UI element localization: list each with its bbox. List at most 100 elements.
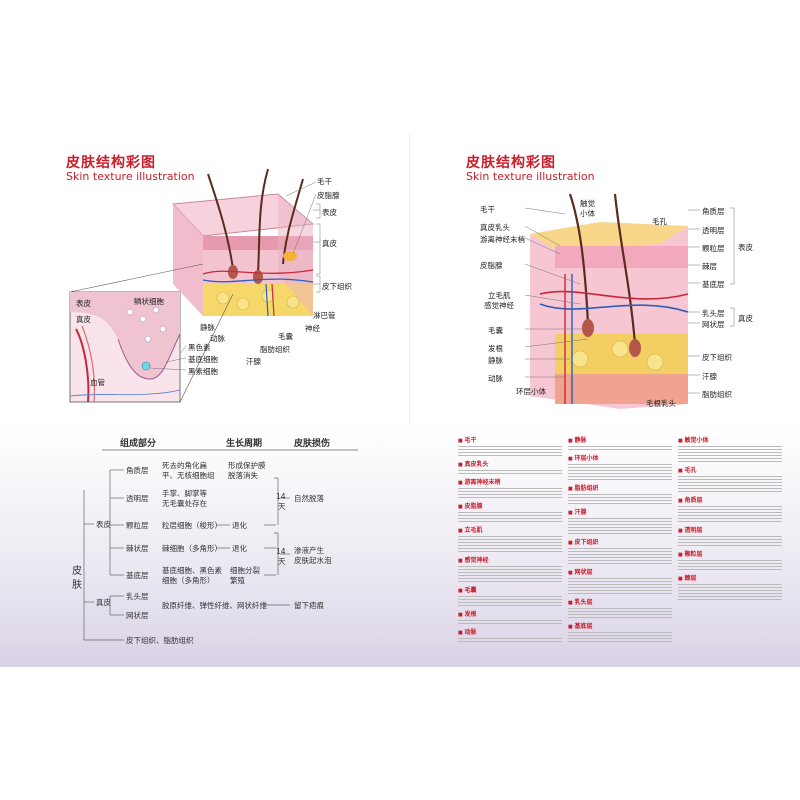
root-skin: 皮肤 bbox=[72, 566, 82, 591]
skin-block-illustration bbox=[69, 168, 321, 403]
row-cycle1-4: 细胞分裂 bbox=[230, 566, 260, 575]
col3-head-1: 毛孔 bbox=[678, 467, 782, 475]
label-follicle: 毛囊 bbox=[278, 332, 293, 341]
row-desc2-0: 平、无核细胞组 bbox=[162, 471, 215, 480]
label-hair-shaft: 毛干 bbox=[317, 177, 332, 186]
right-label-5: 感觉神经 bbox=[484, 301, 514, 310]
desc-col-3: 触觉小体 毛孔 角质层 透明层 颗粒层 棘层 bbox=[678, 437, 782, 605]
col1-head-1: 真皮乳头 bbox=[458, 461, 562, 469]
right-label-r4: 基底层 bbox=[702, 280, 725, 289]
right-label-epidermis: 表皮 bbox=[738, 243, 753, 252]
header-composition: 组成部分 bbox=[120, 439, 157, 449]
right-label-r1: 透明层 bbox=[702, 226, 725, 235]
dermis-row-1: 网状层 bbox=[126, 611, 149, 620]
label-lymph: 淋巴管 bbox=[313, 311, 336, 320]
col2-head-5: 网状层 bbox=[568, 569, 672, 577]
left-title-en: Skin texture illustration bbox=[66, 170, 195, 183]
label-subcutis: 皮下组织 bbox=[322, 282, 352, 291]
right-label-r7: 皮下组织 bbox=[702, 353, 732, 362]
label-pacinian: 环层小体 bbox=[516, 387, 546, 396]
col1-head-6: 毛囊 bbox=[458, 587, 562, 595]
col2-head-1: 环层小体 bbox=[568, 455, 672, 463]
header-damage: 皮肤损伤 bbox=[294, 439, 331, 449]
damage-2a: 渗液产生 bbox=[294, 546, 324, 555]
right-label-r5: 乳头层 bbox=[702, 309, 725, 318]
col2-head-4: 皮下组织 bbox=[568, 539, 672, 547]
right-label-r0: 角质层 bbox=[702, 207, 725, 216]
right-title-en: Skin texture illustration bbox=[466, 170, 595, 183]
col2-head-3: 汗腺 bbox=[568, 509, 672, 517]
inset-label-vessel: 血管 bbox=[90, 378, 105, 387]
label-melanocyte: 黑素细胞 bbox=[188, 367, 218, 376]
structure-table: 组成部分 生长周期 皮肤损伤 皮肤 表皮 真皮 皮下组织、脂肪组织 角质层 死去… bbox=[28, 430, 402, 667]
description-columns: 毛干 真皮乳头 游离神经末梢 皮脂腺 立毛肌 感觉神经 毛囊 发根 动脉 静脉 … bbox=[458, 437, 800, 667]
row-desc1-1: 手掌、脚掌等 bbox=[162, 489, 207, 498]
right-label-6: 毛囊 bbox=[488, 326, 503, 335]
row-desc1-2: 粒层细胞（梭形） bbox=[162, 521, 222, 530]
label-pore: 毛孔 bbox=[652, 217, 667, 226]
days1-num: 14 bbox=[276, 492, 286, 501]
col1-head-7: 发根 bbox=[458, 611, 562, 619]
days1-unit: 天 bbox=[278, 502, 286, 511]
right-page: 皮肤结构彩图 Skin texture illustration bbox=[430, 134, 780, 667]
col1-head-2: 游离神经末梢 bbox=[458, 479, 562, 487]
row-layer-4: 基底层 bbox=[126, 571, 149, 580]
dermis-desc: 胶原纤维、弹性纤维、网状纤维 bbox=[162, 601, 267, 610]
row-desc1-3: 棘细胞（多角形） bbox=[162, 544, 222, 553]
right-label-r8: 汗腺 bbox=[702, 372, 717, 381]
col2-head-2: 脂肪组织 bbox=[568, 485, 672, 493]
row-desc2-4: 细胞（多角形） bbox=[162, 576, 215, 585]
desc-col-1: 毛干 真皮乳头 游离神经末梢 皮脂腺 立毛肌 感觉神经 毛囊 发根 动脉 bbox=[458, 437, 562, 647]
col2-head-7: 基底层 bbox=[568, 623, 672, 631]
right-label-4: 立毛肌 bbox=[488, 291, 511, 300]
label-nerve: 神经 bbox=[305, 324, 320, 333]
row-desc2-1: 无毛囊处存在 bbox=[162, 499, 207, 508]
inset-label-spinous: 鳞状细胞 bbox=[134, 297, 164, 306]
tree-lines bbox=[83, 449, 358, 641]
right-label-2: 游离神经末梢 bbox=[480, 235, 525, 244]
label-touch-2: 小体 bbox=[580, 209, 595, 218]
right-label-9: 动脉 bbox=[488, 374, 503, 383]
right-label-r3: 棘层 bbox=[702, 262, 717, 271]
header-cycle: 生长周期 bbox=[226, 439, 263, 449]
col3-head-4: 颗粒层 bbox=[678, 551, 782, 559]
right-label-dermis: 真皮 bbox=[738, 314, 753, 323]
page-fold bbox=[409, 134, 410, 667]
col2-head-6: 乳头层 bbox=[568, 599, 672, 607]
row-desc1-4: 基底细胞、黑色素 bbox=[162, 566, 222, 575]
label-sweat: 汗腺 bbox=[246, 357, 261, 366]
row-cycle2-4: 繁殖 bbox=[230, 576, 245, 585]
row-cycle1-3: 退化 bbox=[232, 544, 247, 553]
label-dermis: 真皮 bbox=[322, 239, 337, 248]
col3-head-3: 透明层 bbox=[678, 527, 782, 535]
label-epidermis: 表皮 bbox=[322, 208, 337, 217]
col2-head-0: 静脉 bbox=[568, 437, 672, 445]
label-basal: 基底细胞 bbox=[188, 355, 218, 364]
right-label-r6: 网状层 bbox=[702, 320, 725, 329]
left-title-cn: 皮肤结构彩图 bbox=[66, 155, 156, 171]
right-label-1: 真皮乳头 bbox=[480, 223, 510, 232]
label-touch-1: 触觉 bbox=[580, 199, 595, 208]
row-desc1-0: 死去的角化扁 bbox=[162, 461, 207, 470]
dermis-row-0: 乳头层 bbox=[126, 592, 149, 601]
col1-head-8: 动脉 bbox=[458, 629, 562, 637]
col1-head-4: 立毛肌 bbox=[458, 527, 562, 535]
days2-unit: 天 bbox=[278, 557, 286, 566]
damage-3: 留下疤痕 bbox=[294, 601, 324, 610]
node-epidermis: 表皮 bbox=[96, 520, 111, 529]
skin-section-illustration bbox=[524, 193, 735, 409]
book-spread: 皮肤结构彩图 Skin texture illustration bbox=[0, 134, 800, 667]
right-label-3: 皮脂腺 bbox=[480, 261, 503, 270]
col1-head-5: 感觉神经 bbox=[458, 557, 562, 565]
damage-1: 自然脱落 bbox=[294, 494, 324, 503]
row-layer-1: 透明层 bbox=[126, 494, 149, 503]
label-fat: 脂肪组织 bbox=[260, 345, 290, 354]
col1-head-0: 毛干 bbox=[458, 437, 562, 445]
right-label-r9: 脂肪组织 bbox=[702, 390, 732, 399]
damage-2b: 皮肤起水泡 bbox=[294, 556, 332, 565]
label-papilla: 毛根乳头 bbox=[646, 399, 676, 408]
label-sebaceous: 皮脂腺 bbox=[317, 191, 340, 200]
node-subcutis: 皮下组织、脂肪组织 bbox=[126, 636, 194, 645]
inset-label-dermis: 真皮 bbox=[76, 315, 91, 324]
left-page: 皮肤结构彩图 Skin texture illustration bbox=[28, 134, 402, 667]
